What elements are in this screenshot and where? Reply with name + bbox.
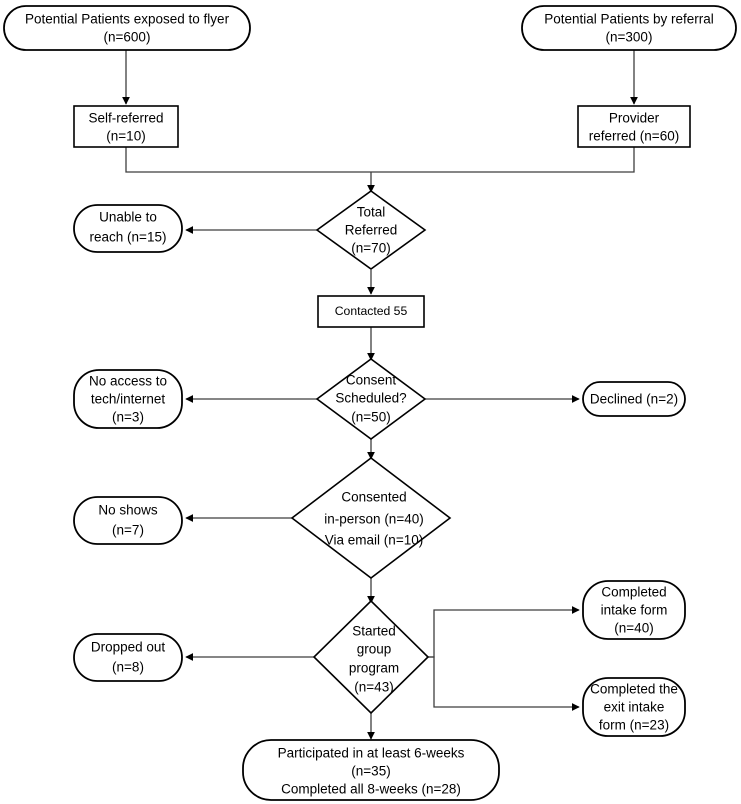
- node-participated-line-3: Completed all 8-weeks (n=28): [281, 782, 461, 797]
- node-dropped-out[interactable]: Dropped out (n=8): [73, 633, 183, 682]
- node-completed-intake-form-shape: [582, 580, 686, 640]
- node-no-access-shape: [73, 369, 183, 429]
- node-contacted-shape: [317, 295, 425, 328]
- node-referral-line-2: (n=300): [606, 30, 653, 45]
- node-self-referred-line-2: (n=10): [106, 129, 145, 144]
- node-declined-line-1: Declined (n=2): [590, 392, 678, 407]
- node-no-access-line-3: (n=3): [112, 410, 144, 425]
- node-started-group-program-shape: [312, 599, 430, 715]
- node-consent-scheduled-line-3: (n=50): [351, 410, 390, 425]
- node-consent-scheduled-shape: [315, 358, 427, 440]
- edge-started-to-exit-form: [428, 656, 580, 711]
- node-flyer[interactable]: Potential Patients exposed to flyer (n=6…: [3, 5, 251, 51]
- node-started-group-program-line-3: program: [349, 661, 399, 676]
- node-completed-intake-form-line-2: intake form: [601, 603, 668, 618]
- node-self-referred[interactable]: Self-referred (n=10): [73, 105, 179, 148]
- node-completed-intake-form[interactable]: Completed intake form (n=40): [582, 580, 686, 640]
- node-no-access[interactable]: No access to tech/internet (n=3): [73, 369, 183, 429]
- node-consent-scheduled[interactable]: Consent Scheduled? (n=50): [315, 358, 427, 440]
- node-no-shows-shape: [73, 496, 183, 545]
- node-self-referred-shape: [73, 105, 179, 148]
- node-unable-to-reach[interactable]: Unable to reach (n=15): [73, 204, 183, 253]
- node-provider-referred[interactable]: Provider referred (n=60): [577, 105, 691, 148]
- node-total-referred-line-1: Total: [357, 205, 386, 220]
- node-no-shows-line-1: No shows: [98, 503, 158, 518]
- node-referral-shape: [521, 5, 737, 51]
- node-started-group-program-line-2: group: [357, 642, 392, 657]
- node-consented-line-3: Via email (n=10): [325, 533, 423, 548]
- node-started-group-program-line-4: (n=43): [354, 680, 393, 695]
- node-consented-shape: [290, 456, 452, 580]
- node-self-referred-line-1: Self-referred: [88, 111, 163, 126]
- node-participated[interactable]: Participated in at least 6-weeks (n=35) …: [242, 739, 500, 801]
- node-dropped-out-line-2: (n=8): [112, 660, 144, 675]
- node-consent-scheduled-line-1: Consent: [346, 373, 397, 388]
- node-total-referred-shape: [315, 190, 427, 270]
- node-provider-referred-line-2: referred (n=60): [589, 129, 679, 144]
- node-consented-line-1: Consented: [341, 490, 406, 505]
- node-total-referred-line-2: Referred: [345, 223, 398, 238]
- node-participated-line-1: Participated in at least 6-weeks: [278, 746, 465, 761]
- node-completed-exit-form-line-1: Completed the: [590, 682, 678, 697]
- node-provider-referred-shape: [577, 105, 691, 148]
- edge-provider-referred-to-total: [371, 147, 635, 173]
- node-completed-exit-form[interactable]: Completed the exit intake form (n=23): [582, 677, 686, 737]
- node-contacted-line-1: Contacted 55: [335, 304, 408, 318]
- node-consented-line-2: in-person (n=40): [324, 512, 423, 527]
- node-unable-to-reach-line-1: Unable to: [99, 210, 157, 225]
- node-completed-exit-form-shape: [582, 677, 686, 737]
- node-participated-line-2: (n=35): [351, 764, 390, 779]
- node-no-access-line-1: No access to: [89, 374, 167, 389]
- node-no-access-line-2: tech/internet: [91, 392, 166, 407]
- node-contacted[interactable]: Contacted 55: [317, 295, 425, 328]
- node-consented[interactable]: Consented in-person (n=40) Via email (n=…: [290, 456, 452, 580]
- node-declined[interactable]: Declined (n=2): [582, 381, 686, 417]
- node-completed-intake-form-line-3: (n=40): [614, 621, 653, 636]
- node-flyer-line-2: (n=600): [104, 30, 151, 45]
- node-no-shows[interactable]: No shows (n=7): [73, 496, 183, 545]
- node-referral-line-1: Potential Patients by referral: [544, 12, 714, 27]
- edge-layer: [122, 50, 638, 740]
- node-participated-shape: [242, 739, 500, 801]
- node-started-group-program-line-1: Started: [352, 624, 396, 639]
- node-started-group-program[interactable]: Started group program (n=43): [312, 599, 430, 715]
- node-declined-shape: [582, 381, 686, 417]
- node-flyer-line-1: Potential Patients exposed to flyer: [25, 12, 230, 27]
- node-completed-exit-form-line-2: exit intake: [604, 700, 665, 715]
- node-unable-to-reach-shape: [73, 204, 183, 253]
- node-dropped-out-shape: [73, 633, 183, 682]
- node-total-referred-line-3: (n=70): [351, 241, 390, 256]
- node-unable-to-reach-line-2: reach (n=15): [90, 230, 167, 245]
- edge-self-referred-to-total: [125, 147, 371, 173]
- node-flyer-shape: [3, 5, 251, 51]
- node-no-shows-line-2: (n=7): [112, 523, 144, 538]
- edge-started-to-intake-form: [428, 606, 580, 658]
- node-consent-scheduled-line-2: Scheduled?: [335, 391, 406, 406]
- node-provider-referred-line-1: Provider: [609, 111, 660, 126]
- node-total-referred[interactable]: Total Referred (n=70): [315, 190, 427, 270]
- node-completed-intake-form-line-1: Completed: [601, 585, 666, 600]
- node-dropped-out-line-1: Dropped out: [91, 640, 166, 655]
- node-referral[interactable]: Potential Patients by referral (n=300): [521, 5, 737, 51]
- node-completed-exit-form-line-3: form (n=23): [599, 718, 669, 733]
